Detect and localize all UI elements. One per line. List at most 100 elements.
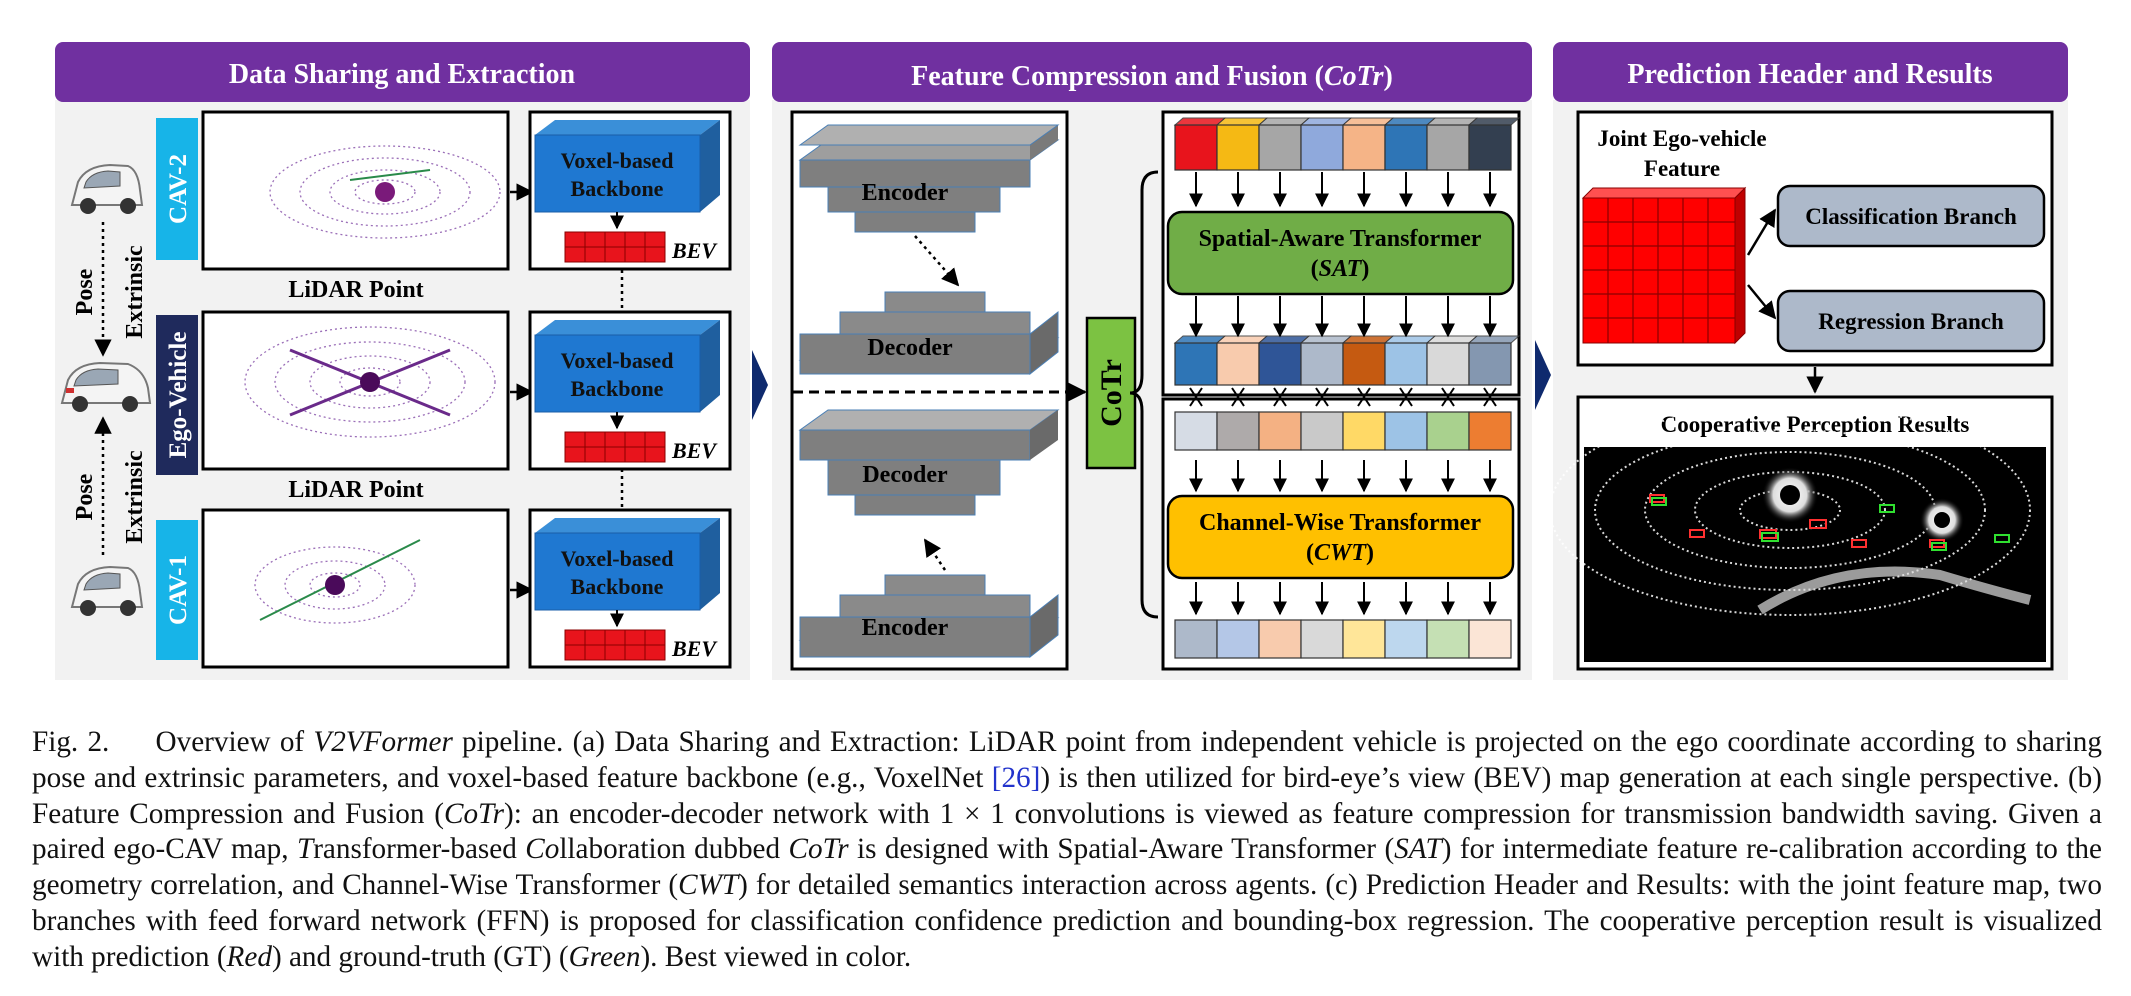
pose-label-top: Pose [72, 268, 98, 315]
pose-label-bottom: Pose [72, 473, 98, 520]
token-cell [1384, 619, 1428, 659]
caption-text: ) and ground-truth (GT) ( [271, 940, 569, 973]
token-row-cwt-output [1174, 619, 1512, 659]
caption-italic: Co [525, 833, 560, 866]
flow-arrow-1 [752, 350, 768, 420]
caption-text: ): an encoder-decoder network with 1 × 1… [32, 797, 2102, 866]
car-icon-cav2 [70, 163, 144, 214]
citation-link[interactable]: [26] [991, 761, 1041, 794]
token-cell [1342, 342, 1386, 386]
backbone-label-1: Voxel-based [561, 348, 674, 373]
token-connector [1231, 387, 1245, 407]
pipeline-diagram: Data Sharing and Extraction Feature Comp… [55, 42, 2068, 680]
cwt-abbr: (CWT) [1306, 540, 1374, 566]
lidar-label-mid: LiDAR Point [288, 477, 423, 503]
decoder-stack-bottom: Decoder [798, 409, 1060, 516]
token-connector [1399, 387, 1413, 407]
token-cell [1216, 342, 1260, 386]
token-connector [1483, 387, 1497, 407]
backbone-label-2: Backbone [571, 176, 664, 201]
fusion-header: Feature Compression and Fusion (CoTr) [772, 42, 1532, 102]
token-cell [1216, 124, 1260, 171]
token-row-cwt-input [1174, 411, 1512, 451]
caption-text: llaboration dubbed [559, 833, 789, 866]
regression-branch [1776, 289, 2046, 353]
caption-italic: Green [568, 940, 641, 973]
caption-text: pipeline. (a) Data Sharing and Extractio… [32, 726, 2102, 794]
token-cell [1468, 342, 1512, 386]
results-title: Cooperative Perception Results [1661, 412, 1970, 437]
cotr-label: CoTr [1095, 359, 1128, 427]
backbone-unit-ego: Voxel-based Backbone BEV [528, 310, 732, 471]
token-cell [1174, 342, 1218, 386]
caption-text: ). Best viewed in color. [640, 940, 912, 973]
sharing-header: Data Sharing and Extraction [55, 42, 750, 102]
agent-tag-cav1 [156, 520, 198, 660]
caption-italic: V2VFormer [313, 726, 453, 758]
cwt-module [1166, 494, 1515, 580]
token-cell [1468, 411, 1512, 451]
backbone-unit-cav1: Voxel-based Backbone BEV [528, 508, 732, 669]
token-row-input [1173, 117, 1521, 171]
extrinsic-label-top: Extrinsic [122, 245, 148, 339]
joint-feature-label-2: Feature [1644, 156, 1720, 181]
extrinsic-label-bottom: Extrinsic [122, 450, 148, 544]
caption-italic: SAT [1394, 833, 1442, 866]
token-cell [1174, 124, 1218, 171]
backbone-label-1: Voxel-based [561, 546, 674, 571]
token-cell [1384, 124, 1428, 171]
token-cell [1216, 411, 1260, 451]
sat-abbr: (SAT) [1311, 256, 1370, 282]
token-cell [1174, 411, 1218, 451]
backbone-unit-cav2: Voxel-based Backbone BEV [528, 110, 732, 271]
backbone-label-1: Voxel-based [561, 148, 674, 173]
decoder-label: Decoder [867, 335, 953, 361]
sat-title: Spatial-Aware Transformer [1199, 226, 1482, 252]
encoder-stack-bottom: Encoder [798, 574, 1060, 659]
token-cell [1426, 342, 1470, 386]
caption-italic: CoTr [443, 797, 505, 830]
fusion-header-title: Feature Compression and Fusion (CoTr) [911, 61, 1393, 92]
token-cell-top [1467, 335, 1521, 344]
caption-text: ) is then utilized for bird-eye’s view (… [32, 761, 2102, 830]
bev-label: BEV [671, 636, 718, 661]
prediction-header: Prediction Header and Results [1553, 42, 2068, 102]
agent-label-ego: Ego-Vehicle [165, 332, 192, 459]
token-cell [1342, 411, 1386, 451]
backbone-label-2: Backbone [571, 376, 664, 401]
token-row-sat-output [1173, 335, 1521, 386]
token-cell [1342, 619, 1386, 659]
results-visualization [1549, 404, 2046, 662]
token-cell [1426, 411, 1470, 451]
token-cell [1300, 342, 1344, 386]
bev-label: BEV [671, 238, 718, 263]
bev-label: BEV [671, 438, 718, 463]
lidar-view-cav1 [201, 508, 510, 669]
token-cell [1300, 411, 1344, 451]
joint-feature-label-1: Joint Ego-vehicle [1597, 126, 1766, 151]
token-cell [1384, 411, 1428, 451]
token-connector [1315, 387, 1329, 407]
token-cell [1426, 124, 1470, 171]
token-cell [1258, 411, 1302, 451]
token-cell [1258, 342, 1302, 386]
caption-text: is designed with Spatial-Aware Transform… [848, 833, 1395, 866]
encoder-stack-top: Encoder [798, 124, 1060, 233]
token-cell [1468, 619, 1512, 659]
agent-tag-ego [156, 315, 198, 475]
caption-italic: CWT [678, 869, 739, 902]
token-connector [1189, 387, 1203, 407]
backbone-label-2: Backbone [571, 574, 664, 599]
figure-caption: Fig. 2. Overview of V2VFormer pipeline. … [32, 725, 2102, 976]
car-icon-ego [60, 361, 152, 412]
agent-label-cav1: CAV-1 [165, 555, 192, 625]
joint-feature-cube [1581, 186, 1747, 345]
cotr-block [1085, 316, 1137, 470]
decoder-stack-top: Decoder [798, 291, 1060, 376]
lidar-view-ego [201, 310, 510, 471]
token-cell [1174, 619, 1218, 659]
token-cell [1258, 619, 1302, 659]
token-cell [1300, 619, 1344, 659]
flow-arrow-2 [1535, 340, 1551, 410]
encoder-label: Encoder [862, 180, 949, 206]
